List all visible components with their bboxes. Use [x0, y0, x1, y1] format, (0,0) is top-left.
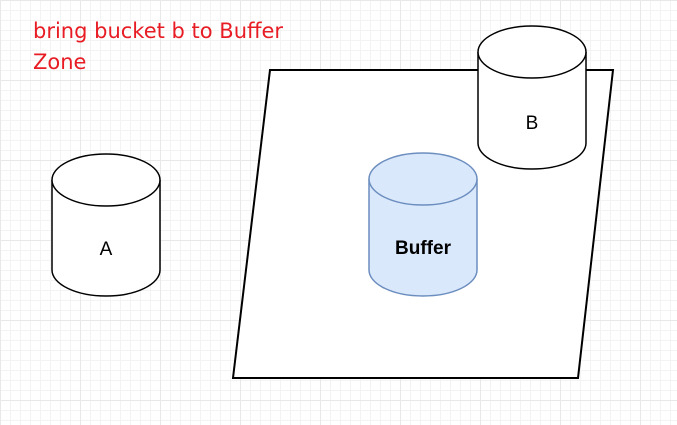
bucket-a[interactable]: A [51, 153, 161, 297]
bucket-b-label: B [526, 113, 539, 134]
instruction-annotation: bring bucket b to Buffer Zone [33, 19, 284, 74]
bucket-buffer-label: Buffer [395, 238, 452, 259]
bucket-buffer[interactable]: Buffer [368, 152, 478, 297]
bucket-buffer-body [368, 179, 478, 297]
bucket-b[interactable]: B [477, 25, 587, 170]
bucket-a-top [51, 153, 161, 207]
bucket-buffer-top [368, 152, 478, 206]
bucket-a-label: A [100, 239, 113, 260]
bucket-b-body [477, 52, 587, 170]
bucket-b-top [477, 25, 587, 79]
bucket-a-body [51, 180, 161, 297]
